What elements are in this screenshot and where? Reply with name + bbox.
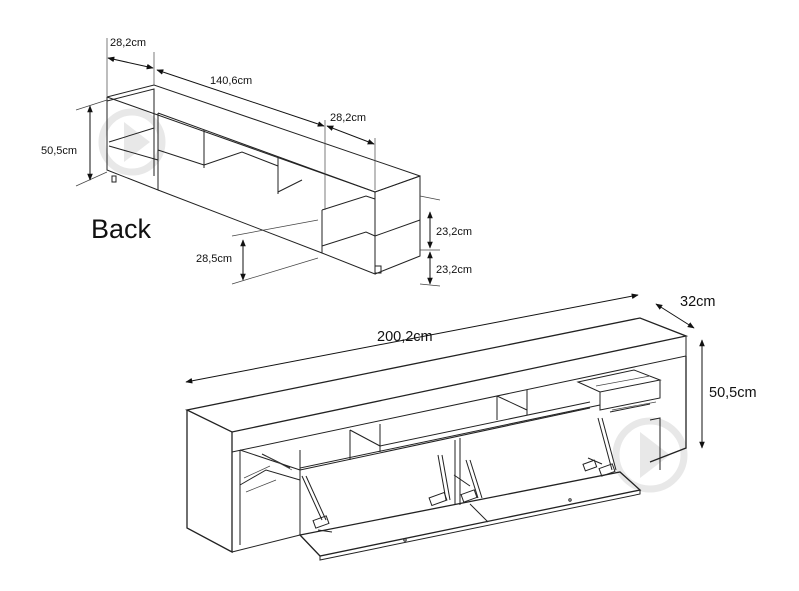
front-width-label: 200,2cm [377, 329, 433, 345]
back-side-width-dimension: 28,2cm [326, 112, 376, 190]
front-height-label: 50,5cm [709, 385, 757, 401]
front-cabinet [184, 317, 689, 554]
back-height-label: 50,5cm [41, 145, 77, 157]
front-depth-dimension: 32cm [655, 294, 715, 329]
back-side-width-label: 28,2cm [330, 112, 366, 124]
watermark-icon [98, 108, 166, 176]
front-depth-label: 32cm [680, 294, 715, 310]
back-view: 28,2cm 140,6cm 28,2cm 50,5cm [41, 37, 472, 287]
back-length-label: 140,6cm [210, 75, 252, 87]
back-shelf-lower-label: 23,2cm [436, 264, 472, 276]
back-offset-label: 28,5cm [196, 253, 232, 265]
back-height-dimension: 50,5cm [41, 99, 108, 187]
watermark-icon [612, 417, 688, 493]
view-back-label: Back [91, 214, 152, 244]
front-width-dimension: 200,2cm [185, 293, 639, 384]
front-height-dimension: 50,5cm [699, 339, 757, 449]
back-cabinet [106, 84, 421, 275]
back-offset-dimension: 28,5cm [196, 219, 319, 285]
back-shelf-dimensions: 23,2cm 23,2cm [419, 195, 472, 287]
front-flap-doors [298, 417, 642, 561]
back-depth-dimension: 28,2cm [106, 37, 155, 97]
back-depth-label: 28,2cm [110, 37, 146, 49]
back-shelf-upper-label: 23,2cm [436, 226, 472, 238]
back-length-dimension: 140,6cm [156, 69, 326, 210]
front-view: 200,2cm 32cm 50,5cm [184, 293, 757, 561]
